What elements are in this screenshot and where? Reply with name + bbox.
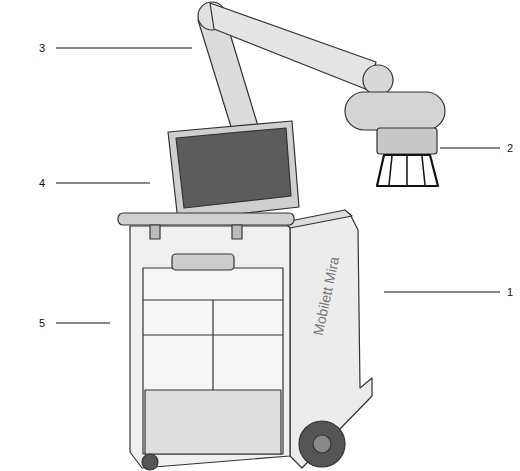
cassette-bin [143,268,283,454]
cassette-grip [172,254,234,270]
callout-number: 3 [39,43,45,54]
leader-line [56,183,150,184]
brand-name: Mobilett Mira [311,255,341,336]
leader-line [384,292,500,293]
cart-side-panel [290,214,372,468]
bin-divider [212,300,213,390]
callout-number: 1 [507,287,513,298]
cage-bar [406,156,408,185]
handle-bracket [150,225,160,239]
front-castor [142,454,158,470]
cage-bar [389,156,392,185]
leader-line [56,323,110,324]
cart-front-panel [130,226,290,468]
handle-bracket [232,225,242,239]
wheel-hub [313,435,331,453]
collimator [377,128,437,154]
push-handle [118,213,294,225]
arm-joint [363,65,393,95]
screen-bezel [168,121,299,221]
support-arm [210,3,376,90]
callout-number: 2 [507,143,513,154]
rear-wheel [299,421,345,467]
leader-line [440,148,500,149]
cart-top [285,210,352,228]
bin-pocket [145,390,281,454]
callout-number: 5 [39,318,45,329]
callout-number: 4 [39,178,45,189]
leader-line [56,48,192,49]
cage-bar [422,156,425,185]
tube-head [345,92,445,130]
touch-screen [176,128,291,208]
collimator-cage [377,155,438,186]
